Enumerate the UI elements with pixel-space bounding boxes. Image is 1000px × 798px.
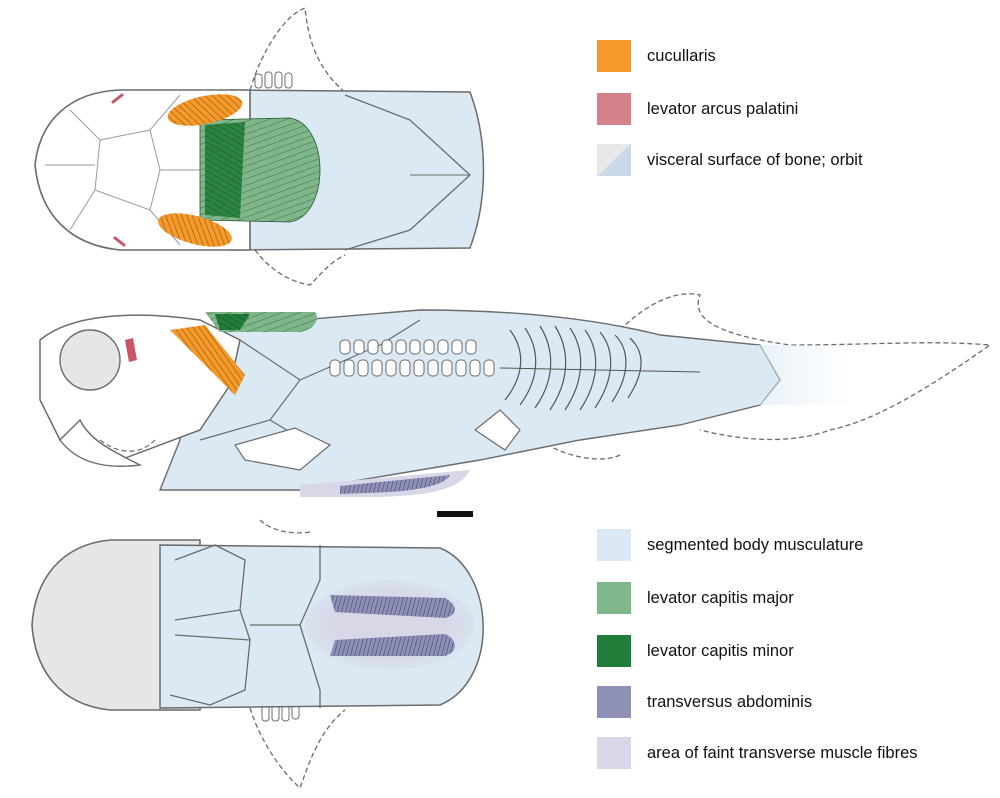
- dorsal-skull: [34, 89, 251, 251]
- legend-item-transversus-abdominis: transversus abdominis: [597, 686, 812, 718]
- legend-item-segmented-body-musculature: segmented body musculature: [597, 529, 863, 561]
- legend-item-levator-capitis-major: levator capitis major: [597, 582, 794, 614]
- levator-capitis-minor-lateral: [215, 314, 250, 330]
- lateral-view: [39, 293, 992, 497]
- levator-arcus-palatini-dorsal-upper: [111, 93, 124, 104]
- caudal-fin-outline: [619, 293, 992, 441]
- transversus-abdominis-ventral-upper: [330, 595, 455, 618]
- dorsal-fin-outline-top: [249, 7, 346, 93]
- scale-bar: [437, 511, 473, 517]
- levator-arcus-palatini-dorsal-lower: [113, 236, 126, 247]
- legend-label-faint-transverse-fibres: area of faint transverse muscle fibres: [647, 743, 918, 762]
- levator-arcus-palatini-lateral: [125, 338, 137, 362]
- cucullaris-dorsal-upper: [167, 94, 243, 126]
- cucullaris-dorsal-lower: [158, 213, 232, 247]
- swatch-levator-capitis-major: [597, 582, 631, 614]
- legend-label-levator-capitis-major: levator capitis major: [647, 588, 794, 607]
- vertebral-column: [329, 339, 495, 377]
- ventral-view: [31, 519, 484, 790]
- legend-bottom: segmented body musculature levator capit…: [597, 529, 987, 779]
- transversus-abdominis-ventral-lower: [330, 634, 455, 656]
- orbit: [59, 329, 121, 391]
- caudal-ribs: [499, 325, 701, 411]
- lower-jaw: [59, 418, 143, 467]
- pectoral-spine: [234, 427, 332, 471]
- pelvic-spine: [473, 409, 521, 451]
- swatch-transversus-abdominis: [597, 686, 631, 718]
- ventral-fin-outline-upper: [259, 519, 311, 534]
- fin-rays-top: [254, 71, 293, 89]
- legend-label-levator-capitis-minor: levator capitis minor: [647, 641, 794, 660]
- levator-capitis-minor-dorsal: [205, 122, 245, 218]
- ventral-plate-lines: [169, 544, 321, 708]
- legend-label-segmented-body-musculature: segmented body musculature: [647, 535, 864, 554]
- legend-item-levator-capitis-minor: levator capitis minor: [597, 635, 794, 667]
- legend-label-visceral-surface: visceral surface of bone; orbit: [647, 150, 863, 169]
- ventral-skull: [31, 539, 201, 711]
- fin-rays-bottom: [261, 704, 300, 722]
- swatch-cucullaris: [597, 40, 631, 72]
- swatch-visceral-surface: [597, 144, 631, 176]
- dorsal-fin-outline-bottom: [254, 249, 346, 286]
- legend-item-cucullaris: cucullaris: [597, 40, 716, 72]
- legend-item-levator-arcus-palatini: levator arcus palatini: [597, 93, 798, 125]
- legend-item-visceral-surface: visceral surface of bone; orbit: [597, 144, 863, 176]
- legend-label-transversus-abdominis: transversus abdominis: [647, 692, 813, 711]
- lateral-trunk: [158, 309, 781, 491]
- legend-top: cucullaris levator arcus palatini viscer…: [597, 40, 987, 190]
- transversus-abdominis-hatched: [340, 475, 450, 494]
- cucullaris-lateral: [170, 325, 245, 395]
- legend-label-levator-arcus-palatini: levator arcus palatini: [647, 99, 799, 118]
- tail-fade: [700, 345, 850, 405]
- legend-label-cucullaris: cucullaris: [647, 46, 716, 65]
- dorsal-view: [34, 7, 485, 286]
- swatch-faint-transverse-fibres: [597, 737, 631, 769]
- faint-fibres-area: [305, 580, 475, 670]
- swatch-levator-capitis-minor: [597, 635, 631, 667]
- swatch-levator-arcus-palatini: [597, 93, 631, 125]
- swatch-segmented-body-musculature: [597, 529, 631, 561]
- legend-item-faint-transverse-fibres: area of faint transverse muscle fibres: [597, 737, 918, 769]
